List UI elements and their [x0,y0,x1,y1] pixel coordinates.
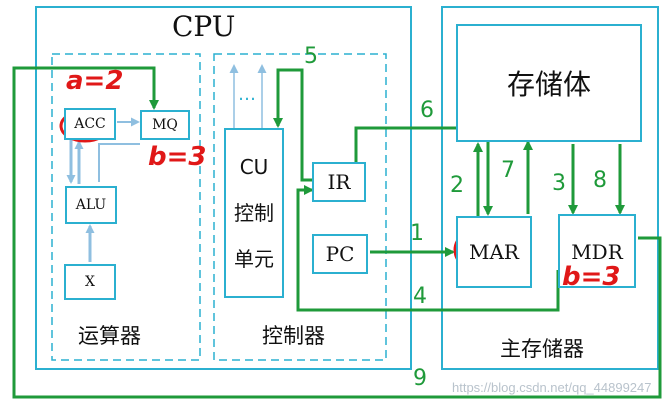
storage-block: 存储体 [456,24,642,142]
step-6: 6 [420,98,434,123]
acc-label: ACC [74,116,106,132]
pc-register: PC [312,234,368,274]
mq-annotation: b=3 [148,142,207,172]
cu-label-2: 控制 [234,201,274,225]
flow-4 [296,185,560,312]
step-3: 3 [552,171,566,196]
step-5: 5 [304,44,318,69]
control-unit-label: 控制器 [262,324,325,348]
mq-label: MQ [152,117,178,133]
storage-label: 存储体 [506,68,591,101]
step-2: 2 [450,173,464,198]
step-7: 7 [501,158,515,183]
cpu-title: CPU [172,10,236,43]
ir-label: IR [327,170,351,194]
step-1: 1 [410,221,424,246]
acc-annotation: a=2 [66,66,124,96]
mdr-annotation: b=3 [562,262,621,292]
acc-register: ACC [64,108,116,140]
watermark: https://blog.csdn.net/qq_44899247 [452,380,652,395]
cu-block: CU 控制 单元 [224,128,284,298]
flow-9 [12,66,662,399]
memory-label: 主存储器 [500,337,584,361]
mq-register: MQ [140,110,190,140]
x-register: X [64,264,116,300]
cu-label-1: CU [239,155,269,179]
mdr-label: MDR [571,240,623,264]
alu-unit-label: 运算器 [78,324,141,348]
step-9: 9 [413,366,427,391]
alu-block: ALU [65,186,117,224]
mar-register: MAR [456,216,532,288]
step-4: 4 [413,284,427,309]
mar-label: MAR [469,240,519,264]
pc-label: PC [325,242,355,266]
ir-register: IR [312,162,366,202]
control-unit-frame [213,53,387,361]
alu-unit-frame [51,53,201,361]
cpu-frame [35,6,412,370]
mdr-register: MDR [558,214,636,288]
alu-label: ALU [75,197,107,213]
mq-to-alu-arrow [98,143,140,182]
flow-5 [273,68,316,182]
cu-dots: … [238,84,256,105]
step-8: 8 [593,168,607,193]
cu-label-3: 单元 [234,247,274,271]
memory-frame [441,6,659,370]
flow-6 [354,126,493,216]
x-label: X [85,274,95,290]
